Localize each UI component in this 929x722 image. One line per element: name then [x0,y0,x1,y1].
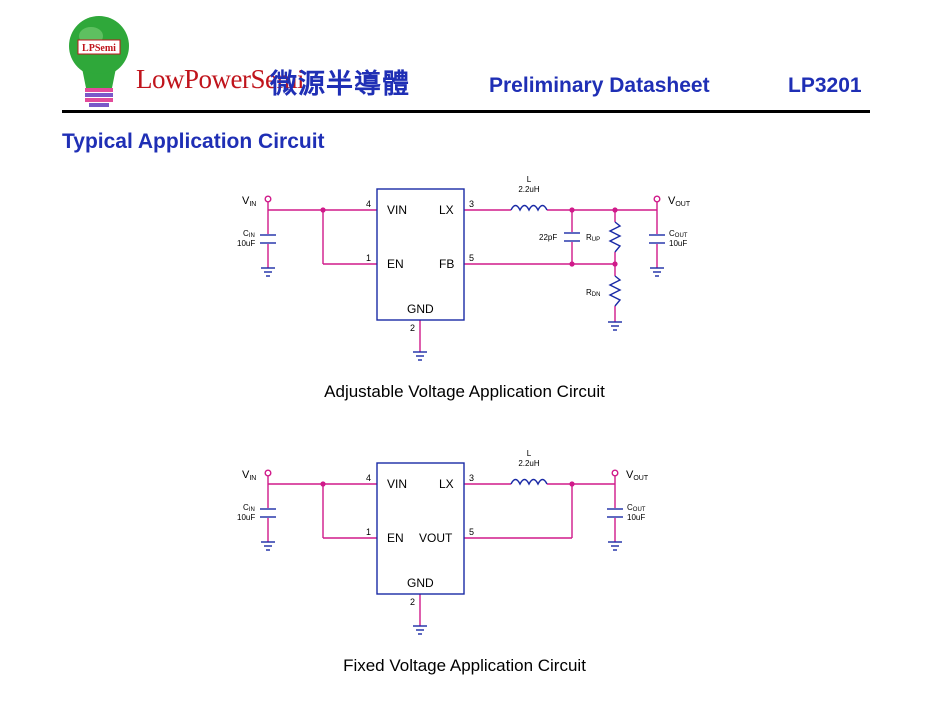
cout-capacitor [607,508,623,518]
svg-text:COUT: COUT [627,503,646,513]
pin-number: 3 [469,199,474,209]
cin-capacitor [260,508,276,518]
inductor-icon [510,204,548,212]
svg-text:CIN: CIN [243,503,255,513]
cin-value: 10uF [237,239,255,248]
pin-number: 3 [469,473,474,483]
pin-number: 4 [366,473,371,483]
svg-text:VIN: VIN [242,469,256,482]
ground-icon [261,267,275,277]
cout-label: C [627,503,633,512]
vin-label: V [242,469,250,481]
ground-icon [261,541,275,551]
pin-lx-label: LX [439,477,454,491]
ground-icon [608,541,622,551]
ground-icon [413,625,427,635]
ic-block [376,188,465,321]
svg-text:VOUT: VOUT [668,195,691,208]
ground-icon [413,351,427,361]
lightbulb-logo-icon: LPSemi [69,16,129,107]
fixed-circuit-caption: Fixed Voltage Application Circuit [343,656,586,675]
cout-value: 10uF [669,239,687,248]
vout-label: V [626,469,634,481]
cin-label: C [243,503,249,512]
rup-label-sub: UP [592,237,600,243]
svg-text:RUP: RUP [586,233,600,243]
rup-label: R [586,233,592,242]
pin-en-label: EN [387,257,404,271]
cout-capacitor [649,234,665,244]
section-title: Typical Application Circuit [62,130,325,153]
pin-number: 5 [469,527,474,537]
rdn-label: R [586,288,592,297]
svg-text:VOUT: VOUT [626,469,649,482]
inductor-label: L [527,175,532,184]
inductor-icon [510,478,548,486]
ground-icon [608,321,622,331]
cin-label-sub: IN [249,233,255,239]
pin-vin-label: VIN [387,477,407,491]
pin-vout-label: VOUT [419,531,453,545]
pin-gnd-label: GND [407,302,434,316]
pin-lx-label: LX [439,203,454,217]
vin-label: V [242,195,250,207]
header-divider [62,110,870,113]
cin-capacitor [260,234,276,244]
inductor-value: 2.2uH [518,185,540,194]
cout-label: C [669,229,675,238]
ic-block [376,462,465,595]
pin-number: 5 [469,253,474,263]
pin-number: 4 [366,199,371,209]
cin-label: C [243,229,249,238]
logo-badge-text: LPSemi [82,43,116,54]
cout-value: 10uF [627,513,645,522]
pin-number: 2 [410,323,415,333]
vout-terminal [611,469,619,477]
inductor-label: L [527,449,532,458]
vout-label-sub: OUT [675,201,691,208]
vin-label-sub: IN [249,201,256,208]
pin-gnd-label: GND [407,576,434,590]
feedforward-capacitor [564,232,580,242]
brand-name-english: LowPowerSemi [136,64,304,94]
cout-label-sub: OUT [633,507,646,513]
vin-terminal [264,469,272,477]
cin-value: 10uF [237,513,255,522]
document-type: Preliminary Datasheet [489,74,710,97]
svg-text:RDN: RDN [586,288,600,298]
svg-text:COUT: COUT [669,229,688,239]
rdn-resistor-icon [608,275,622,307]
vin-terminal [264,195,272,203]
vout-label-sub: OUT [633,475,649,482]
feedforward-cap-value: 22pF [539,233,557,242]
part-number: LP3201 [788,74,862,97]
svg-text:VIN: VIN [242,195,256,208]
pin-fb-label: FB [439,257,454,271]
vin-label-sub: IN [249,475,256,482]
pin-vin-label: VIN [387,203,407,217]
adjustable-circuit-caption: Adjustable Voltage Application Circuit [324,382,605,401]
rup-resistor-icon [608,221,622,253]
pin-number: 2 [410,597,415,607]
vout-label: V [668,195,676,207]
inductor-value: 2.2uH [518,459,540,468]
svg-text:CIN: CIN [243,229,255,239]
brand-name-chinese: 微源半導體 [270,69,410,100]
cin-label-sub: IN [249,507,255,513]
pin-number: 1 [366,527,371,537]
vout-terminal [653,195,661,203]
rdn-label-sub: DN [592,292,601,298]
cout-label-sub: OUT [675,233,688,239]
ground-icon [650,267,664,277]
pin-en-label: EN [387,531,404,545]
pin-number: 1 [366,253,371,263]
